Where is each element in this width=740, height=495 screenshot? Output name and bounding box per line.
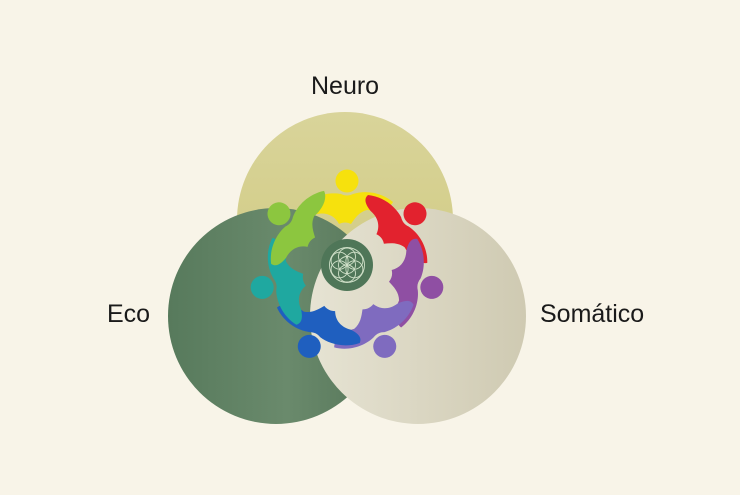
people-circle-icon (250, 169, 444, 358)
flower-of-life-icon (321, 239, 373, 291)
person-figure (267, 190, 326, 266)
label-eco: Eco (107, 300, 151, 328)
label-neuro: Neuro (311, 72, 380, 100)
label-somatico: Somático (540, 300, 645, 328)
